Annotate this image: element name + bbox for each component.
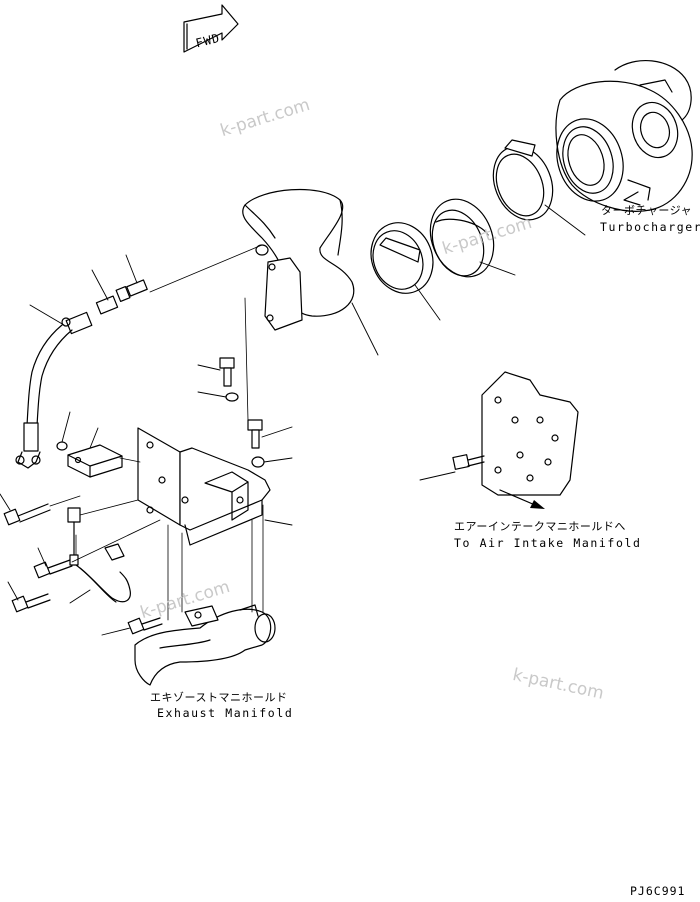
bolt-c — [11, 593, 51, 613]
plate-bolt — [452, 454, 485, 470]
connection-lines — [49, 244, 264, 621]
exhaust-elbow — [242, 188, 355, 331]
fwd-arrow-icon: FWD — [183, 4, 239, 53]
bolt-a — [3, 503, 51, 526]
outer-clamp — [492, 139, 554, 221]
leader-lines — [0, 204, 586, 636]
sensor-tube — [15, 324, 73, 469]
temperature-sensor — [67, 507, 81, 566]
exhaust-label-en: Exhaust Manifold — [157, 706, 294, 720]
tube-nut — [61, 311, 93, 335]
exhaust-label-jp: エキゾーストマニホールド — [150, 691, 288, 704]
turbocharger-label-jp: ターボチャージャ — [601, 204, 693, 217]
nut — [251, 456, 265, 468]
manifold-bolt — [127, 617, 163, 635]
turbocharger — [555, 59, 693, 212]
plug — [56, 441, 68, 451]
bolt-b — [33, 559, 73, 579]
intake-direction-arrow-icon — [499, 489, 545, 509]
fwd-text: FWD — [194, 31, 221, 51]
bracket-bolt — [219, 357, 235, 387]
drawing-code: PJ6C991 — [630, 884, 686, 898]
sensor-fitting — [115, 279, 148, 303]
exhaust-manifold — [134, 604, 276, 686]
connector-hose — [429, 198, 495, 278]
inner-clamp — [370, 222, 434, 294]
sensor-harness — [75, 543, 131, 603]
adapter-fitting — [95, 295, 119, 315]
intake-label-jp: エアーインテークマニホールドへ — [454, 520, 626, 533]
washer — [225, 392, 239, 402]
mounting-bracket — [137, 427, 271, 546]
intake-label-en: To Air Intake Manifold — [454, 536, 642, 550]
intake-plate — [481, 371, 579, 496]
elbow-bolt — [247, 419, 263, 449]
sensor-block — [67, 444, 123, 478]
turbocharger-label-en: Turbocharger — [600, 220, 700, 234]
